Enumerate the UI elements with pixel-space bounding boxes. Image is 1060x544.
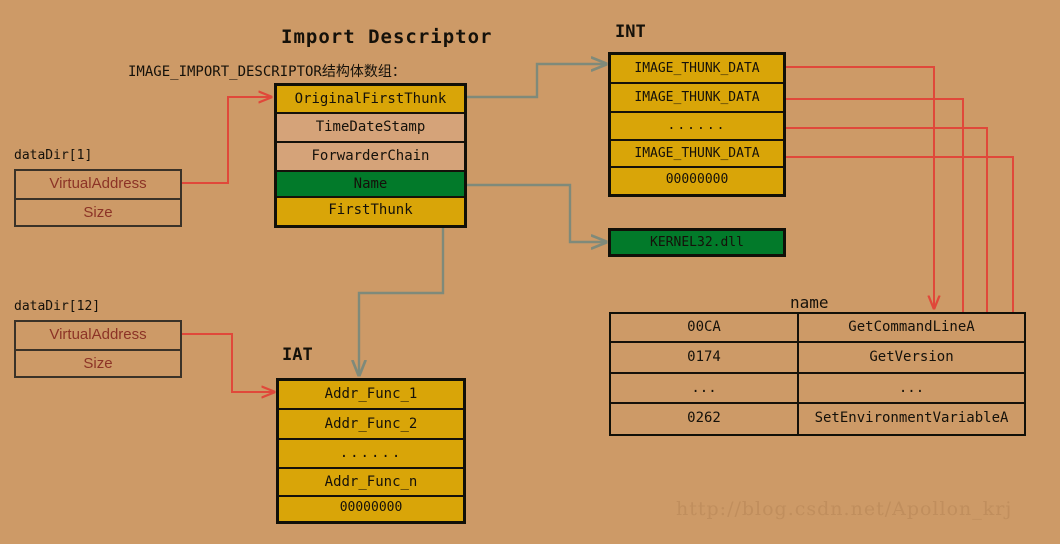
import-descriptor-row-timedatestamp[interactable]: TimeDateStamp [277, 114, 464, 143]
import-descriptor-row-firstthunk[interactable]: FirstThunk [277, 198, 464, 225]
name-hint-1: 00CA [611, 314, 799, 341]
watermark-text: http://blog.csdn.net/Apollon_krj [676, 498, 1013, 520]
import-descriptor-table: OriginalFirstThunk TimeDateStamp Forward… [274, 83, 467, 228]
name-table-row[interactable]: 00CA GetCommandLineA [611, 314, 1024, 343]
arrow-datadir12-to-iat [182, 333, 274, 392]
iat-row-ellipsis[interactable]: ...... [279, 440, 463, 469]
name-func-4: SetEnvironmentVariableA [814, 410, 1009, 426]
name-table-row[interactable]: 0262 SetEnvironmentVariableA [611, 404, 1024, 434]
int-title: INT [615, 22, 646, 42]
datadir12-virtualaddress[interactable]: VirtualAddress [16, 322, 180, 351]
datadir12-box: VirtualAddress Size [14, 320, 182, 378]
dll-name-box: KERNEL32.dll [608, 228, 786, 257]
name-func-1: GetCommandLineA [848, 319, 975, 335]
datadir1-box: VirtualAddress Size [14, 169, 182, 227]
name-func-3: ... [898, 380, 925, 396]
iat-row-terminator[interactable]: 00000000 [279, 497, 463, 521]
iat-title: IAT [282, 345, 313, 365]
dll-name-label[interactable]: KERNEL32.dll [611, 231, 783, 254]
import-descriptor-row-name[interactable]: Name [277, 172, 464, 198]
int-row-ellipsis[interactable]: ...... [611, 113, 783, 141]
name-hint-2: 0174 [611, 343, 799, 372]
name-table: 00CA GetCommandLineA 0174 GetVersion ...… [609, 312, 1026, 436]
name-table-row[interactable]: ... ... [611, 374, 1024, 404]
int-row-1[interactable]: IMAGE_THUNK_DATA [611, 55, 783, 84]
iat-row-2[interactable]: Addr_Func_2 [279, 410, 463, 440]
import-descriptor-subtitle: IMAGE_IMPORT_DESCRIPTOR结构体数组： [128, 64, 406, 80]
import-descriptor-row-originalfirstthunk[interactable]: OriginalFirstThunk [277, 86, 464, 114]
iat-row-n[interactable]: Addr_Func_n [279, 469, 463, 497]
int-row-terminator[interactable]: 00000000 [611, 168, 783, 194]
arrow-name-to-dll [467, 183, 606, 242]
import-descriptor-row-forwarderchain[interactable]: ForwarderChain [277, 143, 464, 172]
datadir1-size[interactable]: Size [83, 204, 113, 221]
name-title: name [790, 293, 829, 312]
datadir12-size[interactable]: Size [83, 355, 113, 372]
arrow-datadir1-to-originalfirstthunk [182, 97, 271, 184]
int-row-4[interactable]: IMAGE_THUNK_DATA [611, 141, 783, 168]
iat-row-1[interactable]: Addr_Func_1 [279, 381, 463, 410]
import-descriptor-title: Import Descriptor [281, 26, 493, 48]
name-table-row[interactable]: 0174 GetVersion [611, 343, 1024, 374]
int-table: IMAGE_THUNK_DATA IMAGE_THUNK_DATA ......… [608, 52, 786, 197]
name-hint-4: 0262 [611, 404, 799, 434]
iat-table: Addr_Func_1 Addr_Func_2 ...... Addr_Func… [276, 378, 466, 524]
arrow-firstthunk-to-iat [359, 215, 445, 375]
name-func-2: GetVersion [869, 349, 954, 365]
arrow-int-row1-to-name-row1 [786, 66, 934, 308]
arrow-originalfirstthunk-to-int [467, 64, 606, 99]
name-hint-3: ... [611, 374, 799, 402]
int-row-2[interactable]: IMAGE_THUNK_DATA [611, 84, 783, 113]
datadir1-label: dataDir[1] [14, 148, 93, 163]
datadir1-virtualaddress[interactable]: VirtualAddress [16, 171, 180, 200]
datadir12-label: dataDir[12] [14, 299, 101, 314]
